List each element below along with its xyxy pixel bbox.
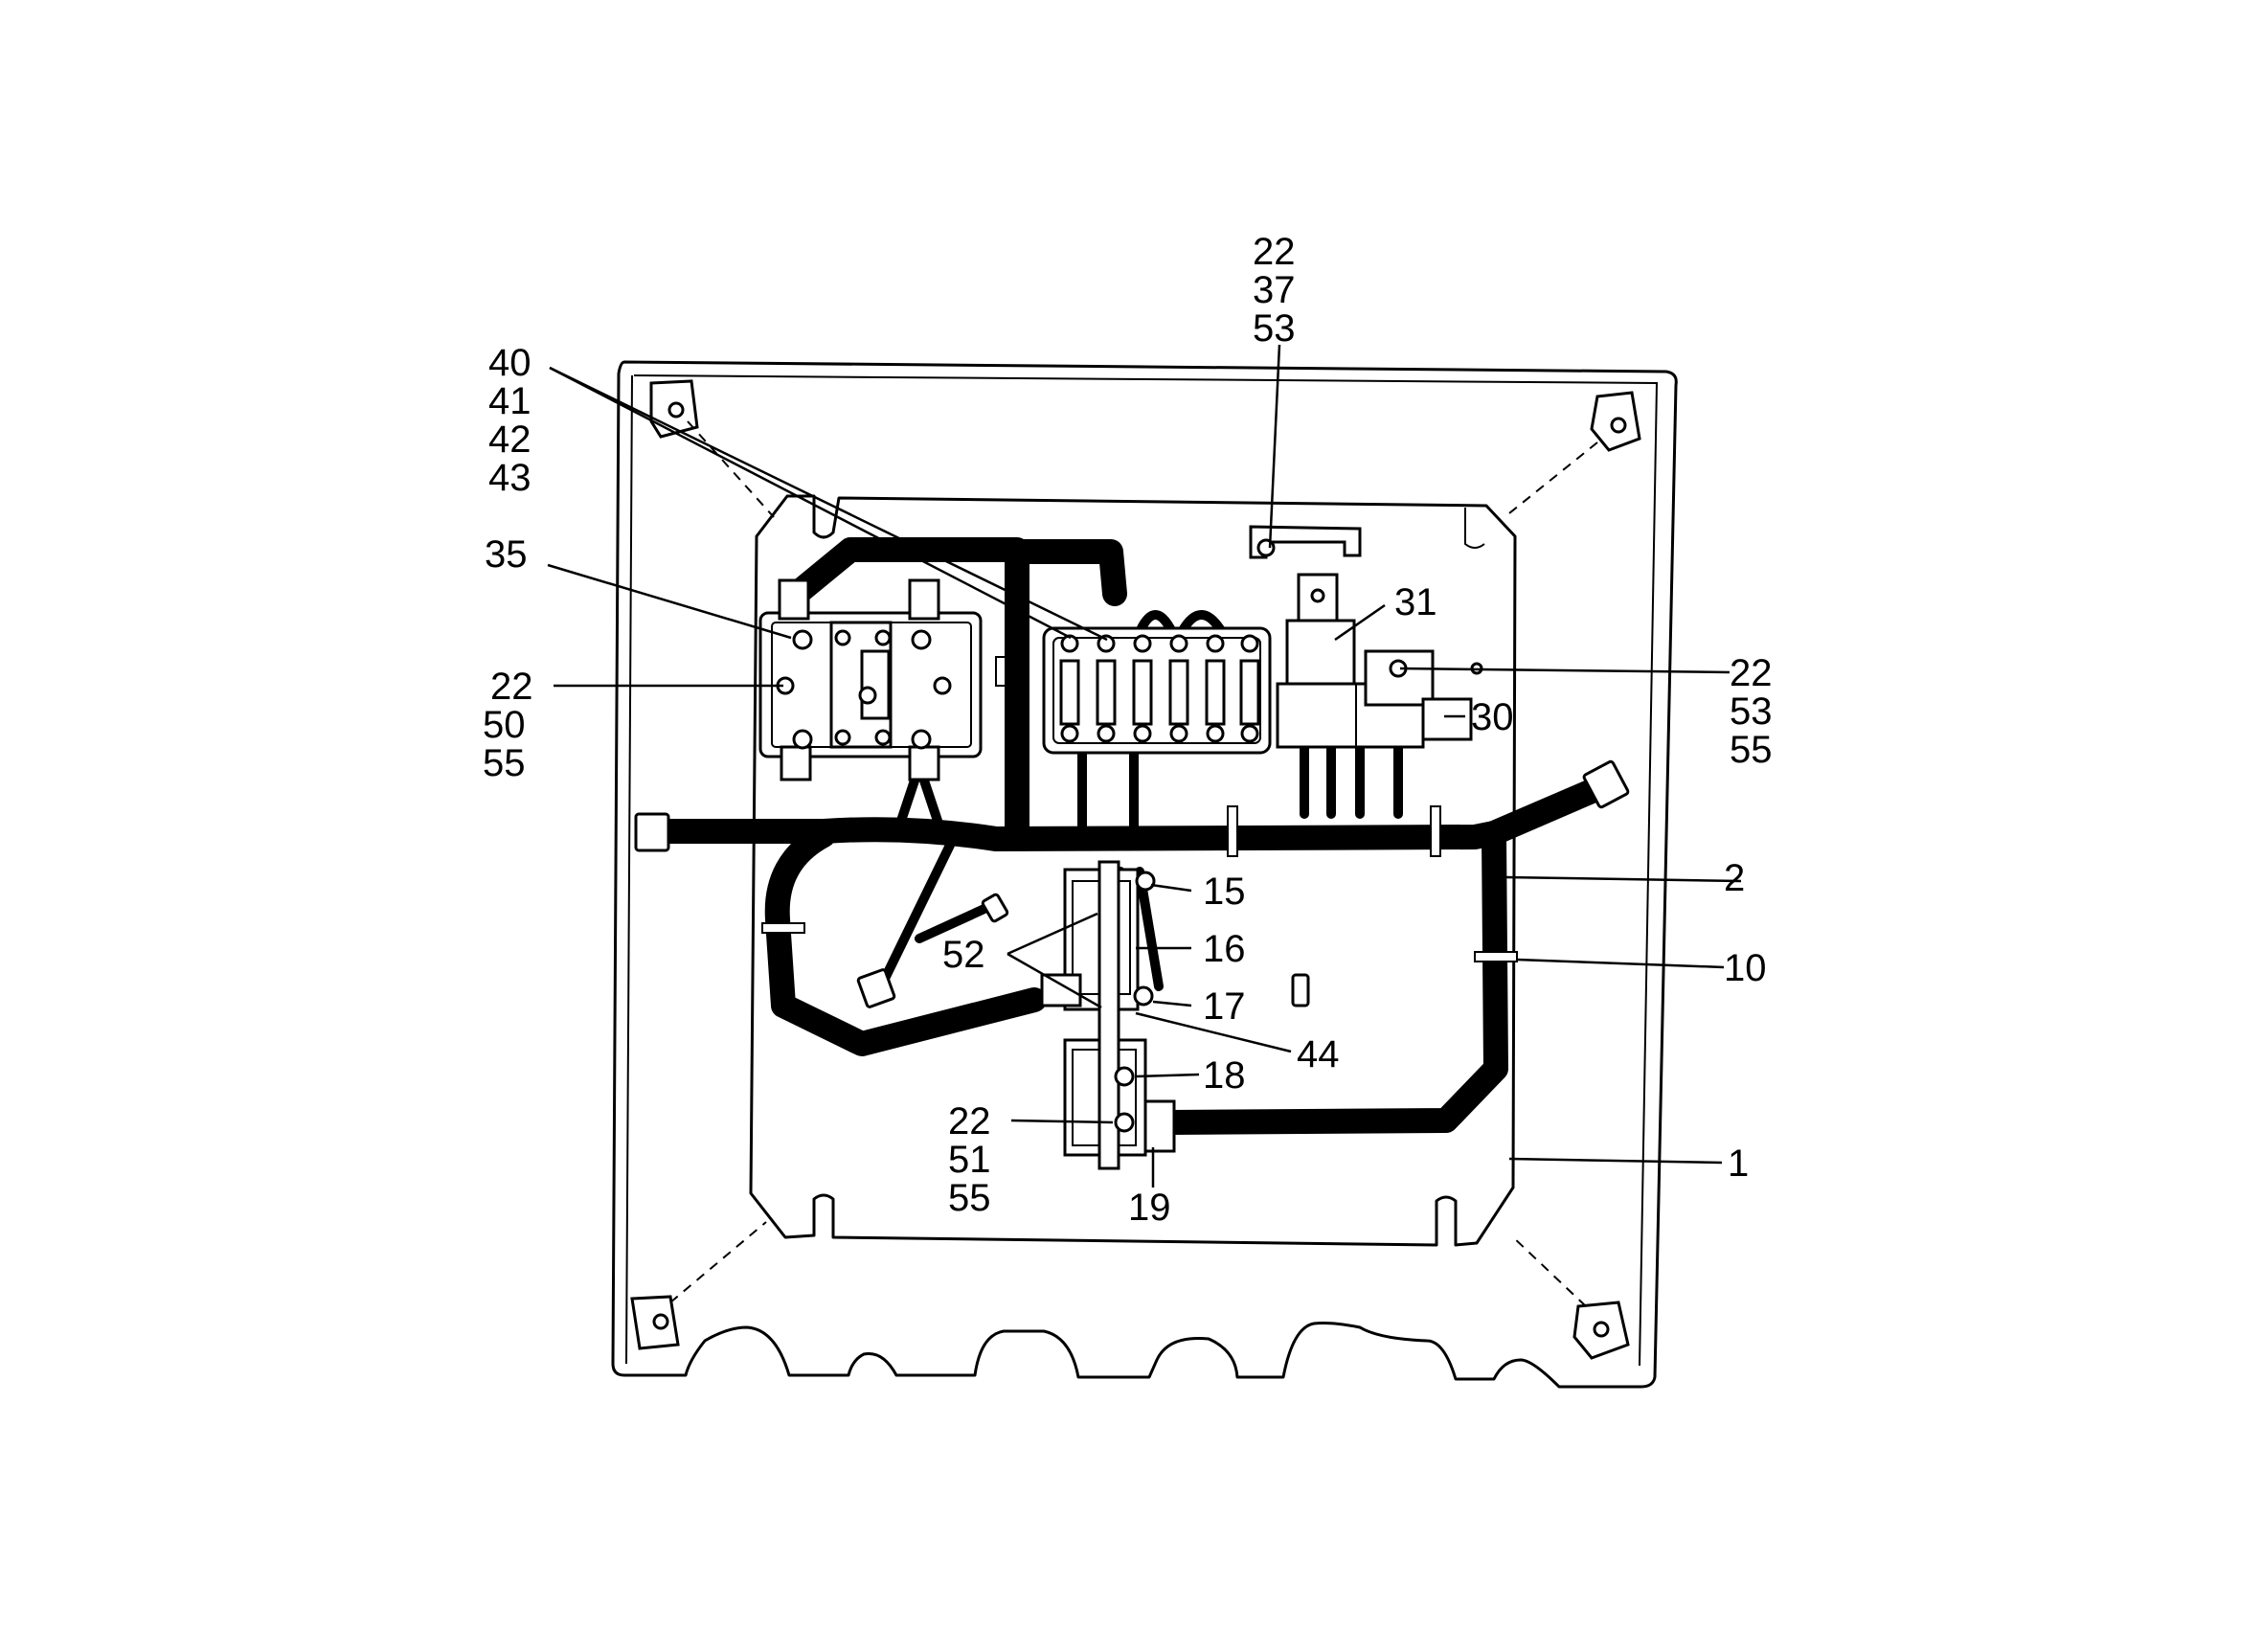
callout-right-55: 55 xyxy=(1730,729,1773,771)
connector-terminal-lower xyxy=(856,968,896,1008)
leader-10 xyxy=(1516,958,1725,969)
callout-right-22: 22 xyxy=(1730,652,1773,694)
cable-harness xyxy=(634,537,1630,1135)
cable-tie-3 xyxy=(1430,805,1441,857)
leader-22-37-53 xyxy=(1268,344,1281,549)
leader-22-51-55 xyxy=(1010,1119,1114,1124)
fuse-block xyxy=(1042,626,1272,755)
callout-left-55: 55 xyxy=(483,742,526,784)
leader-52-a xyxy=(1007,912,1098,956)
leader-40-43-a xyxy=(549,366,1072,640)
callout-left-50: 50 xyxy=(483,704,526,746)
harness-vertical-to-fuses xyxy=(1005,539,1127,842)
outer-housing xyxy=(611,360,1678,1389)
callout-bottom-55: 55 xyxy=(948,1177,991,1219)
leader-15 xyxy=(1150,883,1192,893)
fuse-3 xyxy=(1132,634,1153,743)
callout-labels: 22 37 53 40 41 42 43 35 22 50 55 31 22 5… xyxy=(483,231,1773,1229)
callout-top-53: 53 xyxy=(1253,307,1296,350)
leader-18 xyxy=(1135,1073,1200,1078)
callout-top-37: 37 xyxy=(1253,269,1296,311)
callout-1: 1 xyxy=(1728,1143,1749,1185)
cable-tie-5 xyxy=(761,922,805,934)
leader-31 xyxy=(1334,603,1386,642)
dash-line-br xyxy=(1510,1234,1587,1307)
connector-left xyxy=(634,812,670,852)
callout-52: 52 xyxy=(942,934,985,976)
callout-right-53: 53 xyxy=(1730,690,1773,733)
callout-44: 44 xyxy=(1297,1033,1340,1075)
fuse-5 xyxy=(1205,634,1226,743)
callout-2: 2 xyxy=(1724,857,1745,899)
cable-tie-1 xyxy=(995,656,1007,687)
connector-right xyxy=(1582,759,1630,809)
leader-40-43-b xyxy=(549,366,1108,642)
leader-2 xyxy=(1504,875,1742,883)
leader-35 xyxy=(547,563,792,640)
wire-loop-fuses-2 xyxy=(1177,610,1227,637)
indicator-small-rect xyxy=(1291,973,1310,1007)
cable-tie-2 xyxy=(1227,805,1238,857)
mounting-lug-bottom-right xyxy=(1572,1301,1630,1360)
harness-main-trunk xyxy=(654,817,1506,851)
fuse-6 xyxy=(1239,634,1260,743)
callout-42: 42 xyxy=(488,419,532,461)
top-bracket xyxy=(1249,525,1362,559)
callout-left-22: 22 xyxy=(490,666,533,708)
mounting-lug-top-right xyxy=(1590,391,1641,452)
fuse-2 xyxy=(1096,634,1117,743)
wire-to-terminal xyxy=(876,825,962,991)
inner-mounting-plate xyxy=(749,494,1517,1247)
terminal-block-35 xyxy=(758,578,983,781)
leader-44 xyxy=(1135,1011,1292,1053)
callout-17: 17 xyxy=(1203,985,1246,1028)
callout-top-22: 22 xyxy=(1253,231,1296,273)
callout-18: 18 xyxy=(1203,1054,1246,1097)
callout-19: 19 xyxy=(1128,1187,1171,1229)
fuse-1 xyxy=(1059,634,1080,743)
harness-left-loop xyxy=(764,823,1047,1056)
connector-terminal-small xyxy=(981,893,1009,923)
dash-line-tr xyxy=(1508,441,1598,514)
dash-line-tl xyxy=(687,420,775,518)
callout-16: 16 xyxy=(1203,928,1246,970)
relay-30 xyxy=(1276,649,1483,749)
leader-1 xyxy=(1508,1157,1723,1165)
callout-41: 41 xyxy=(488,380,532,422)
leader-17 xyxy=(1152,1000,1192,1007)
wire-to-small-terminal xyxy=(915,903,991,943)
harness-top-loop xyxy=(784,537,1029,606)
leader-52-b xyxy=(1007,952,1102,1009)
leader-lines xyxy=(547,344,1742,1188)
callout-bottom-51: 51 xyxy=(948,1139,991,1181)
mounting-rail-44 xyxy=(1097,860,1156,1170)
dash-line-bl xyxy=(669,1221,767,1303)
callout-15: 15 xyxy=(1203,871,1246,913)
relay-31 xyxy=(1285,573,1356,691)
callout-30: 30 xyxy=(1471,696,1514,738)
fuse-4 xyxy=(1168,634,1189,743)
harness-right-branch xyxy=(1482,773,1617,846)
callout-43: 43 xyxy=(488,457,532,499)
relay-stack-15-17 xyxy=(1040,868,1140,1011)
callout-31: 31 xyxy=(1394,581,1437,623)
cable-tie-4 xyxy=(1474,951,1518,962)
callout-40: 40 xyxy=(488,342,532,384)
callout-10: 10 xyxy=(1724,947,1767,989)
wire-loop-fuses xyxy=(1135,610,1177,637)
relay-stack-18-19 xyxy=(1063,1038,1176,1157)
mounting-lug-bottom-left xyxy=(630,1295,680,1350)
callout-35: 35 xyxy=(485,533,528,576)
leader-22-53-55 xyxy=(1399,667,1730,674)
callout-bottom-22: 22 xyxy=(948,1100,991,1143)
